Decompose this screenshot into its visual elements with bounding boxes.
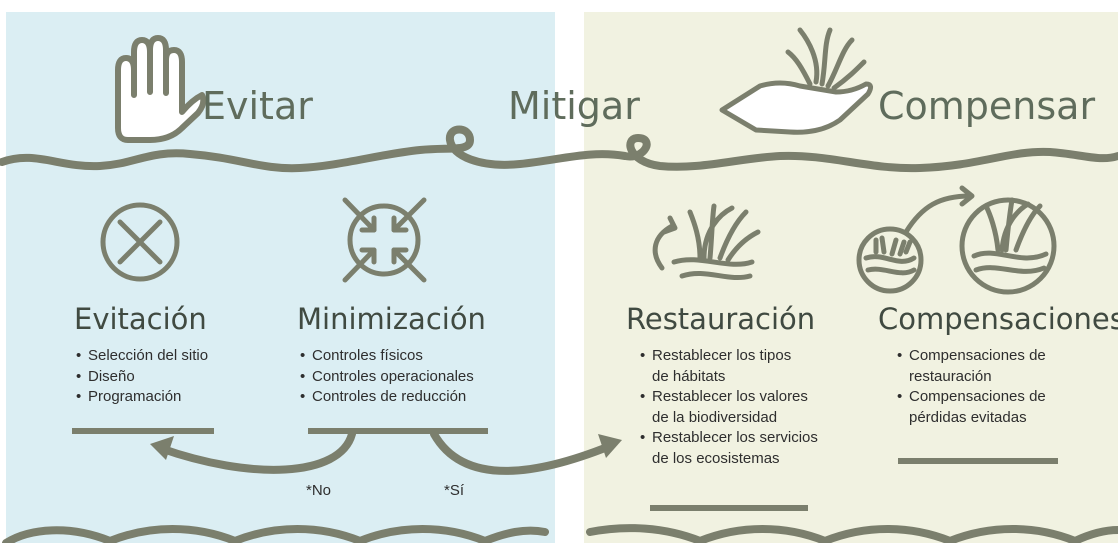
list-item-line2: restauración (909, 367, 992, 385)
list-item-line1: Restablecer los servicios (652, 429, 818, 446)
si-arrowhead (598, 434, 622, 458)
grass-regrow-icon (652, 203, 761, 280)
minimize-arrows-icon (342, 197, 427, 283)
header-evitar: Evitar (202, 84, 313, 128)
si-arrow-label: *Sí (444, 482, 465, 499)
list-item-line1: Restablecer los valores (652, 388, 808, 405)
header-compensar: Compensar (878, 84, 1096, 128)
list-item: Compensaciones de restauración (897, 346, 1046, 387)
list-item-line2: de los ecosistemas (652, 449, 780, 467)
restauracion-list: Restablecer los tipos de hábitats Restabl… (640, 346, 818, 469)
list-item: Controles de reducción (300, 387, 474, 408)
avoid-panel-background (6, 12, 555, 543)
list-item: Diseño (76, 367, 208, 388)
list-item-line2: de hábitats (652, 367, 726, 385)
no-arrowhead (150, 436, 174, 460)
section-title-minimizacion: Minimización (297, 302, 486, 336)
no-arrow (156, 430, 356, 474)
top-wave-line (0, 125, 1118, 173)
list-item-line2: de la biodiversidad (652, 408, 778, 426)
compensaciones-underline (898, 458, 1058, 464)
list-item: Programación (76, 387, 208, 408)
minimizacion-list: Controles físicos Controles operacionale… (300, 346, 474, 408)
list-item-line1: Compensaciones de (909, 347, 1046, 364)
list-item: Compensaciones de pérdidas evitadas (897, 387, 1046, 428)
list-item: Restablecer los tipos de hábitats (640, 346, 818, 387)
list-item: Restablecer los valores de la biodiversid… (640, 387, 818, 428)
hand-stop-icon (115, 35, 207, 143)
bottom-wave-line-left (2, 525, 549, 543)
list-item-line1: Compensaciones de (909, 388, 1046, 405)
list-item: Controles físicos (300, 346, 474, 367)
si-arrow (430, 430, 614, 475)
section-title-compensaciones: Compensaciones (878, 302, 1118, 336)
evitacion-underline (72, 428, 214, 434)
grass-transfer-icon (856, 185, 1057, 295)
list-item-line2: pérdidas evitadas (909, 408, 1027, 426)
restauracion-underline (650, 505, 808, 511)
compensaciones-list: Compensaciones de restauración Compensaci… (897, 346, 1046, 428)
circle-x-icon (100, 202, 180, 282)
header-mitigar: Mitigar (508, 84, 640, 128)
list-item: Controles operacionales (300, 367, 474, 388)
bottom-wave-line-right (586, 524, 1118, 543)
section-title-restauracion: Restauración (626, 302, 816, 336)
evitacion-list: Selección del sitio Diseño Programación (76, 346, 208, 408)
no-arrow-label: *No (306, 482, 332, 499)
list-item-line1: Restablecer los tipos (652, 347, 792, 364)
minimizacion-underline (308, 428, 488, 434)
hand-holding-grass-icon (719, 27, 874, 135)
section-title-evitacion: Evitación (74, 302, 207, 336)
list-item: Restablecer los servicios de los ecosiste… (640, 428, 818, 469)
list-item: Selección del sitio (76, 346, 208, 367)
